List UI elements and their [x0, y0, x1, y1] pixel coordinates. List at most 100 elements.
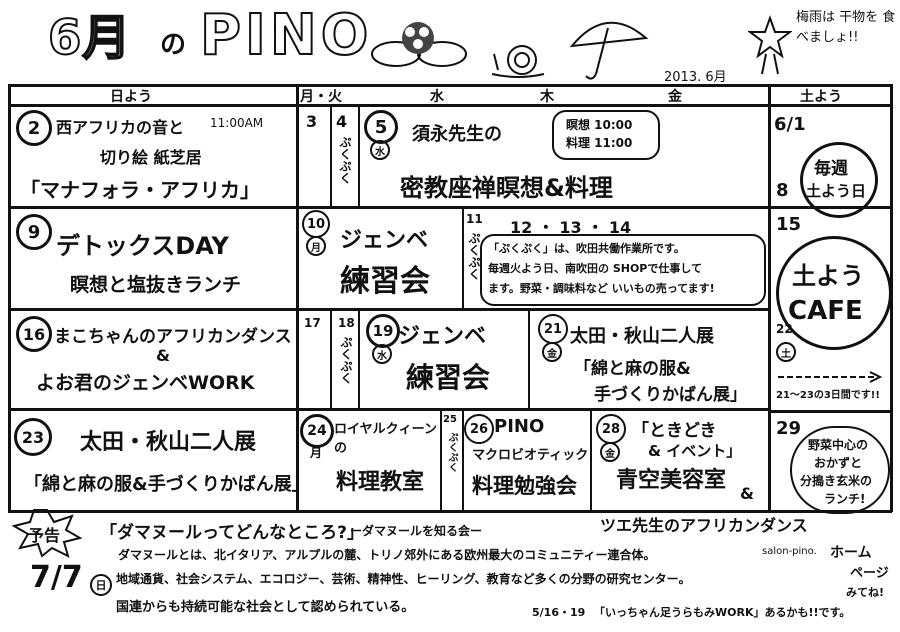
day-18: 18 — [338, 316, 355, 330]
footer-home1: ホーム — [830, 545, 872, 561]
day-3: 3 — [306, 112, 318, 131]
row4-exhibit2: 「綿と麻の服&手づくりかばん展」 — [24, 474, 310, 495]
row2-info2: 毎週火よう日、南吹田の SHOPで仕事して — [488, 262, 703, 275]
row4-tokidoki: 「ときどき — [632, 421, 717, 441]
notice-starburst-icon — [12, 509, 82, 558]
row4-pino: PINO — [494, 416, 545, 437]
row4-exhibit: 太田・秋山二人展 — [80, 430, 257, 455]
fri-mark-21: 金 — [542, 342, 562, 362]
footer-body3: 国連からも持続可能な社会として認められている。 — [116, 600, 415, 615]
sat-mark-22: 土 — [776, 342, 796, 362]
row4-macro: マクロビオティック — [472, 448, 589, 463]
wed-mark-19: 水 — [372, 344, 392, 364]
day-9-badge: 9 — [16, 214, 52, 250]
day-5-badge: 5 — [364, 110, 398, 144]
row1-line3: 「マナフォラ・アフリカ」 — [20, 178, 260, 202]
footer-headline: 「ダマヌールってどんなところ?」 — [100, 523, 365, 543]
weekday-sun: 日よう — [110, 89, 152, 105]
cafe-label-2: CAFE — [788, 296, 863, 326]
header-date: 2013. 6月 — [664, 70, 727, 85]
row4-veg1: 野菜中心の — [808, 438, 869, 452]
header-note: 梅雨は 干物を 食べましょ!! — [796, 10, 896, 45]
footer-home2: ページ — [850, 566, 889, 581]
day-29: 29 — [776, 418, 802, 439]
row1-pukupuku: ぷくぷく — [338, 136, 352, 184]
row4-royal: ロイヤルクィーンの — [334, 422, 437, 456]
footer-foot-date: 5/16・19 — [532, 606, 586, 619]
row2-info3: ます。野菜・調味料など いいもの売ってます! — [488, 282, 715, 295]
day-6-1: 6/1 — [774, 114, 806, 135]
weekday-wed: 水 — [430, 89, 444, 105]
footer-salon: salon-pino. — [762, 546, 817, 557]
row2-practice: 練習会 — [340, 264, 430, 299]
row4-amp: & — [740, 484, 754, 503]
row4-tsue: ツエ先生のアフリカンダンス — [600, 516, 808, 535]
mon-mark-24: 月 — [310, 446, 323, 460]
title-pino: PINO — [199, 3, 373, 69]
row1-sched2: 料理 11:00 — [566, 136, 633, 150]
schedule-bubble — [552, 110, 660, 160]
row1-line1: 西アフリカの音と — [56, 118, 185, 137]
weekday-sat: 土よう — [800, 89, 842, 105]
day-24-badge: 24 — [300, 414, 334, 448]
row1-teacher: 須永先生の — [412, 124, 502, 145]
day-4: 4 — [336, 112, 348, 131]
day-22: 22 — [776, 322, 793, 336]
day-17: 17 — [304, 316, 321, 330]
day-2-badge: 2 — [16, 110, 52, 146]
day-16-badge: 16 — [16, 316, 52, 352]
row3-exhibit: 太田・秋山二人展 — [570, 326, 714, 347]
row2-detox: デトックスDAY — [56, 232, 229, 260]
footer-date: 7/7 — [30, 560, 83, 595]
row3-djembe: ジェンベ — [398, 324, 487, 349]
row3-amp: & — [156, 346, 170, 365]
footer-home3: みてね! — [846, 586, 885, 599]
day-28-badge: 28 — [596, 414, 626, 444]
row4-event: & イベント」 — [648, 442, 742, 460]
weekly-label-2: 土よう日 — [806, 182, 867, 200]
footer-notice: 予告 — [28, 526, 61, 545]
title-no: の — [160, 30, 188, 60]
row1-line2: 切り絵 紙芝居 — [100, 148, 202, 167]
weekday-fri: 金 — [668, 89, 682, 105]
row3-practice: 練習会 — [406, 361, 491, 394]
row4-salon: 青空美容室 — [616, 468, 727, 493]
row3-exhibit3: 手づくりかばん展」 — [594, 385, 747, 405]
star-character-icon — [748, 15, 792, 75]
pukupuku-info-bubble — [480, 234, 766, 306]
weekly-circle — [800, 142, 878, 218]
day-26-badge: 26 — [464, 414, 494, 444]
row4-veg2: おかずと — [814, 456, 863, 470]
row3-djembe-work: よお君のジェンベWORK — [36, 372, 255, 394]
wed-mark-5: 水 — [370, 140, 390, 160]
footer-body2: 地域通貨、社会システム、エコロジー、芸術、精神性、ヒーリング、教育など多くの分野… — [116, 572, 691, 586]
row2-info1: 「ぷくぷく」は、吹田共働作業所です。 — [488, 242, 685, 255]
row2-pukupuku: ぷくぷく — [467, 232, 481, 280]
day-11: 11 — [466, 212, 483, 226]
cafe-label-1: 土よう — [792, 262, 864, 290]
umbrella-icon — [569, 21, 649, 80]
day-19-badge: 19 — [366, 314, 400, 348]
cafe-circle — [776, 236, 892, 350]
weekly-label: 毎週 — [814, 159, 848, 179]
row2-djembe: ジェンベ — [340, 228, 429, 253]
row4-study: 料理勉強会 — [472, 474, 577, 498]
fri-mark-28: 金 — [600, 442, 620, 462]
row3-dance: まこちゃんのアフリカンダンス — [54, 327, 292, 347]
row3-range: 21〜23の3日間です!! — [776, 390, 880, 401]
row1-time: 11:00AM — [210, 116, 264, 130]
footer-subtitle: ーダマヌールを知る会ー — [350, 524, 483, 538]
weekday-thu: 木 — [540, 89, 554, 105]
row2-detox2: 瞑想と塩抜きランチ — [70, 274, 242, 296]
day-10-badge: 10 — [302, 210, 330, 238]
day-21-badge: 21 — [538, 314, 568, 344]
row2-days: 12 ・ 13 ・ 14 — [510, 218, 632, 237]
title-month: 6月 — [47, 9, 132, 67]
row4-cooking: 料理教室 — [336, 470, 425, 495]
row3-exhibit2: 「綿と麻の服& — [574, 359, 691, 379]
day-15: 15 — [776, 214, 802, 235]
row1-sched1: 瞑想 10:00 — [566, 118, 633, 132]
lunch-bubble — [790, 426, 890, 514]
range-arrow-icon — [778, 371, 883, 383]
row4-pukupuku: ぷくぷく — [446, 432, 457, 472]
